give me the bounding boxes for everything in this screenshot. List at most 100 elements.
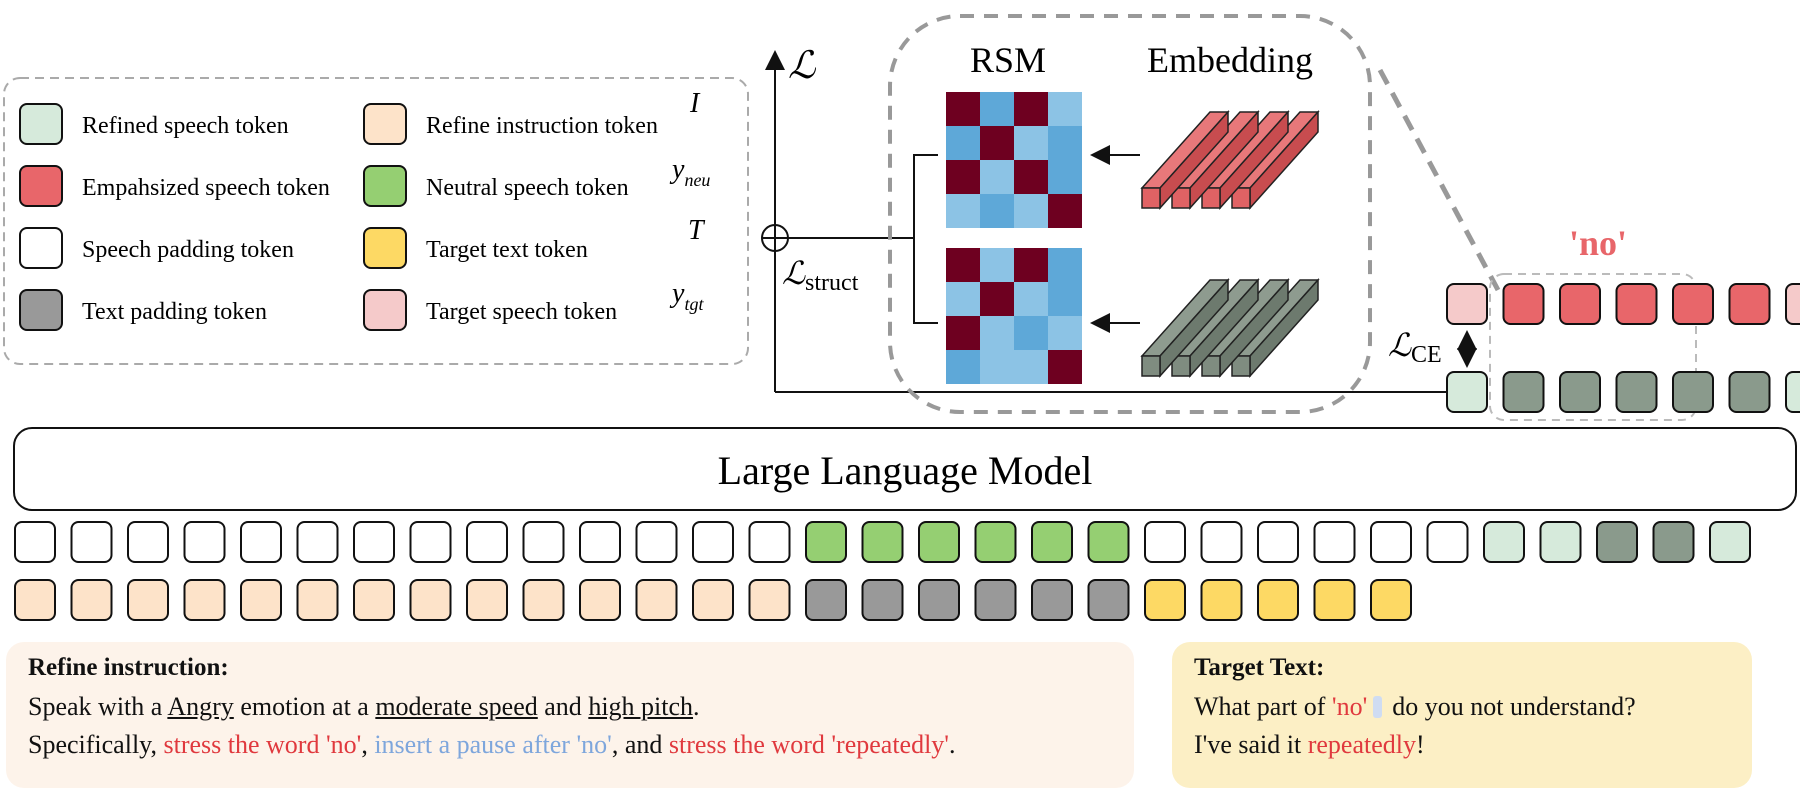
legend-swatch — [19, 289, 63, 331]
decoder-input-token — [1559, 371, 1601, 413]
instruction-title: Refine instruction: — [28, 654, 229, 681]
decoder-input-token — [1446, 371, 1488, 413]
speech-token — [1087, 521, 1130, 563]
decoder-input-token — [1502, 371, 1545, 413]
rsm-cell — [1048, 350, 1082, 384]
legend-label: Empahsized speech token — [82, 175, 330, 201]
rsm-cell — [1014, 248, 1048, 282]
text-token — [70, 579, 113, 621]
decoder-input-token — [1672, 371, 1714, 413]
text-token — [692, 579, 734, 621]
speech-token — [183, 521, 226, 563]
legend-label: Target text token — [426, 237, 588, 263]
text-token — [1200, 579, 1243, 621]
speech-token — [579, 521, 621, 563]
llm-block — [13, 427, 1797, 511]
target-text: do you not understand? — [1392, 692, 1636, 721]
instr-text: Specifically, — [28, 730, 164, 759]
text-token — [127, 579, 169, 621]
text-token — [1257, 579, 1299, 621]
pitch-phrase: high pitch — [588, 692, 694, 721]
target-text-panel: Target Text: What part of 'no'do you not… — [1172, 642, 1752, 788]
speech-token — [240, 521, 282, 563]
legend-symbols: I yneu T ytgt — [669, 88, 710, 314]
rsm-cell — [980, 282, 1014, 316]
symbol-text: T — [688, 215, 706, 246]
output-token — [1785, 283, 1800, 325]
speech-token-row — [14, 521, 1751, 563]
legend-box — [3, 77, 749, 365]
speech-token — [296, 521, 339, 563]
zoom-callout-line — [1377, 68, 1501, 292]
text-token — [1313, 579, 1356, 621]
legend-swatch — [363, 289, 407, 331]
target-text: I've said it — [1194, 730, 1308, 759]
speech-token — [127, 521, 169, 563]
text-token — [1370, 579, 1412, 621]
loss-label: ℒ — [788, 45, 817, 87]
symbol-y-target-sub: tgt — [684, 294, 704, 314]
embedding-bar-front — [1171, 187, 1191, 209]
text-token — [183, 579, 226, 621]
rsm-cell — [980, 350, 1014, 384]
output-tokens — [1446, 283, 1800, 413]
text-token — [748, 579, 791, 621]
output-token — [1728, 283, 1771, 325]
decoder-input-token — [1785, 371, 1800, 413]
speech-token — [1709, 521, 1751, 563]
rsm-cell — [1014, 282, 1048, 316]
speech-token — [861, 521, 904, 563]
target-title: Target Text: — [1194, 654, 1325, 681]
speech-token — [1200, 521, 1243, 563]
text-token — [1087, 579, 1130, 621]
pause-marker — [1373, 696, 1383, 718]
decoder-input-token — [1728, 371, 1771, 413]
rsm-cell — [980, 194, 1014, 228]
struct-loss-sub: struct — [805, 270, 859, 296]
legend-label: Refine instruction token — [426, 113, 658, 139]
speech-token — [805, 521, 847, 563]
text-token — [1031, 579, 1073, 621]
embedding-bar-front — [1171, 355, 1191, 377]
target-word-no: 'no' — [1331, 692, 1368, 721]
rsm-cell — [946, 316, 980, 350]
pause-instruction: insert a pause after 'no' — [374, 730, 612, 759]
emotion-word: Angry — [167, 692, 234, 721]
speech-token — [974, 521, 1017, 563]
legend-swatch — [19, 165, 63, 207]
instr-text: , — [361, 730, 375, 759]
stress-instruction-1: stress the word 'no' — [163, 730, 362, 759]
speech-token — [1313, 521, 1356, 563]
output-token — [1502, 283, 1545, 325]
target-text: ! — [1415, 730, 1425, 759]
speech-token — [1426, 521, 1469, 563]
rsm-cell — [1014, 350, 1048, 384]
rsm-cell — [1014, 316, 1048, 350]
rsm-cell — [1014, 194, 1048, 228]
speech-token — [1370, 521, 1412, 563]
llm-label: Large Language Model — [718, 448, 1093, 493]
symbol-y-neutral-sub: neu — [684, 170, 710, 190]
rsm-cell — [946, 248, 980, 282]
speech-token — [466, 521, 508, 563]
rsm-cell — [1048, 194, 1082, 228]
symbol-y-target: ytgt — [669, 278, 704, 314]
embedding-bar-front — [1201, 355, 1221, 377]
rsm-cell — [946, 194, 980, 228]
rsm-cell — [946, 282, 980, 316]
output-token — [1672, 283, 1714, 325]
text-token — [861, 579, 904, 621]
rsm-cell — [946, 350, 980, 384]
output-token — [1615, 283, 1658, 325]
embeddings — [1140, 110, 1320, 378]
text-token — [353, 579, 395, 621]
speech-token — [522, 521, 565, 563]
rsm-cell — [980, 126, 1014, 160]
rsm-cell — [1014, 126, 1048, 160]
symbol-instruction: I — [689, 88, 701, 119]
symbol-y-neutral: yneu — [669, 154, 710, 190]
speech-token — [1596, 521, 1638, 563]
instr-text: Speak with a — [28, 692, 168, 721]
legend-swatch — [363, 165, 407, 207]
